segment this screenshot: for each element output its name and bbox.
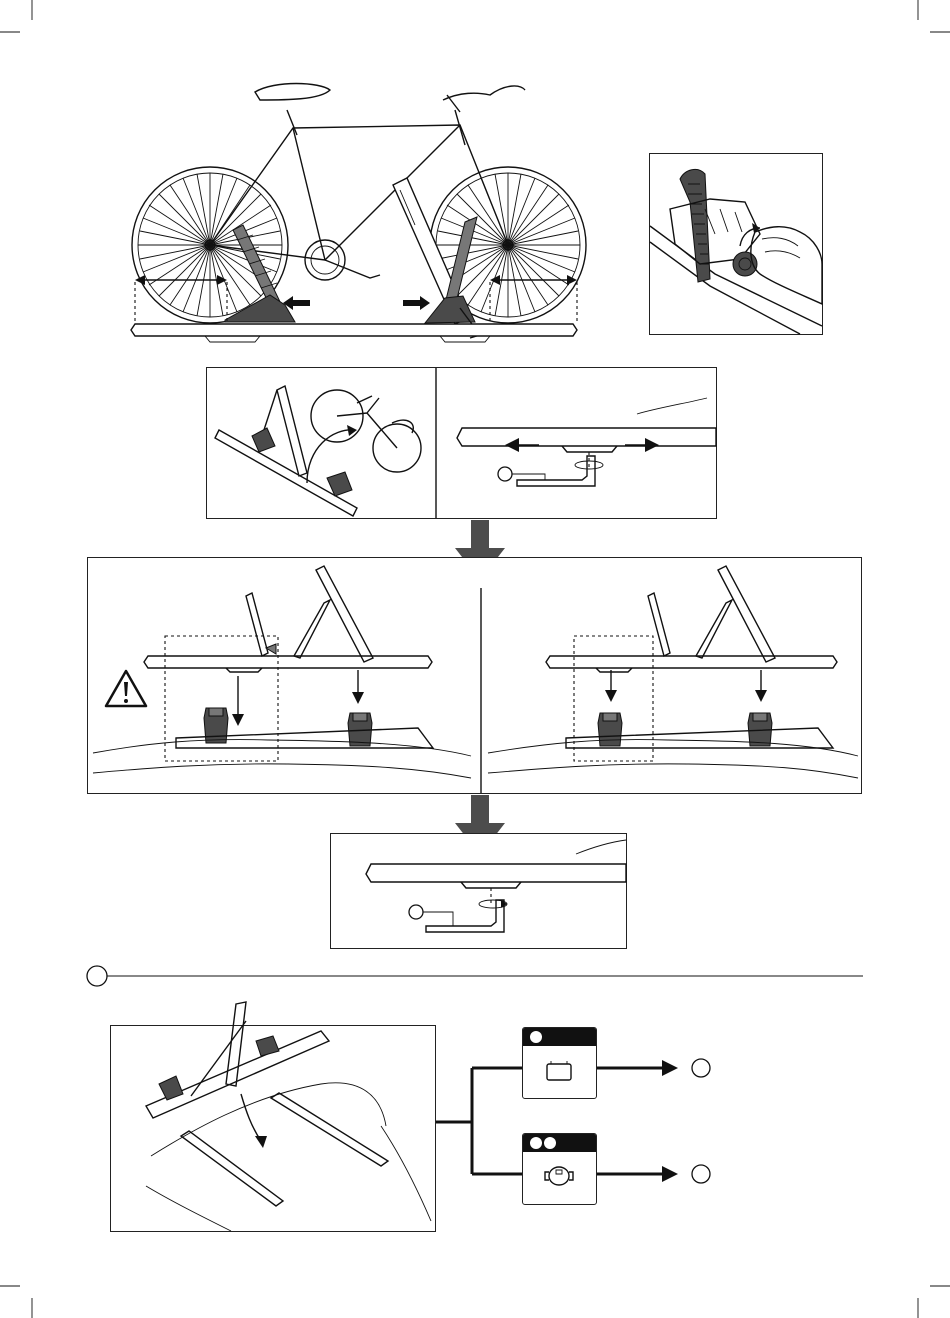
square-bar-icon — [547, 1061, 571, 1080]
strap-closeup — [649, 153, 823, 335]
rail-tighten — [330, 833, 627, 949]
mount-right-position — [488, 566, 858, 778]
bike-side-view — [125, 70, 595, 345]
step-row-lift-adjust — [206, 367, 717, 519]
rail-adjust-view — [457, 398, 716, 486]
lift-view — [215, 386, 421, 516]
roof-view — [110, 1025, 436, 1232]
option-square-bar[interactable] — [522, 1027, 597, 1099]
section-divider — [85, 964, 865, 988]
t-track-profile-icon — [545, 1167, 573, 1185]
mount-wrong-position — [93, 566, 471, 778]
push-arrow-right — [403, 296, 430, 310]
front-frame-clamp — [393, 178, 480, 338]
warning-triangle-icon — [106, 671, 146, 706]
step-row-positioning — [87, 557, 862, 794]
option-t-track[interactable] — [522, 1133, 597, 1205]
